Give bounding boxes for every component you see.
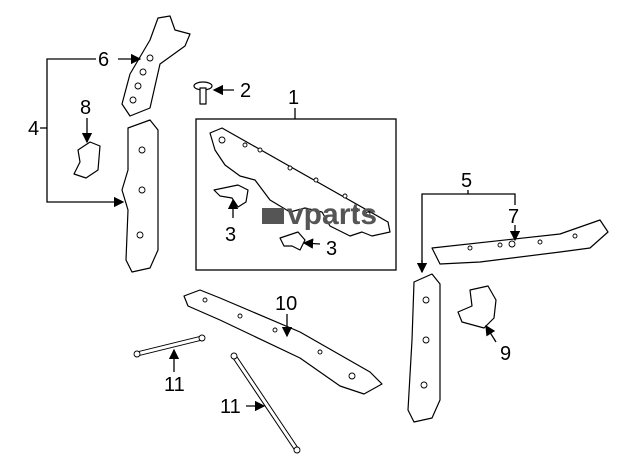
part-11-brace-right [230,352,301,454]
callout-5: 5 [461,170,472,192]
part-10-lower-support [183,289,383,395]
vparts-logo-icon [262,208,284,224]
callout-8: 8 [80,97,91,119]
part-5-side-support [407,273,441,423]
callout-11b: 11 [220,396,241,418]
part-3-bracket-left [213,184,249,208]
part-1-upper-support [209,127,391,237]
callout-6: 6 [98,49,109,71]
part-3-bracket-right [279,231,306,251]
vparts-watermark: vparts [262,198,377,231]
part-1-group-box [195,118,397,271]
part-9-bracket [457,285,497,329]
watermark-text: vparts [287,198,377,231]
callout-7: 7 [508,206,519,228]
callout-3a: 3 [225,224,236,246]
part-11-brace-left [133,334,206,358]
callout-4: 4 [28,118,39,140]
part-8-bracket [73,141,101,179]
part-2-bolt [193,81,213,105]
part-4-side-support [121,119,159,273]
callout-10: 10 [275,293,297,315]
callout-2: 2 [240,80,251,102]
callout-3b: 3 [326,238,337,260]
part-6-upper-apron [121,15,191,117]
callout-9: 9 [500,343,511,365]
callout-1: 1 [288,87,299,109]
leader-4 [46,58,125,208]
part-7-upper-member [431,219,609,265]
leader-3b [302,238,321,249]
callout-11a: 11 [164,374,185,396]
leader-9 [485,324,497,343]
